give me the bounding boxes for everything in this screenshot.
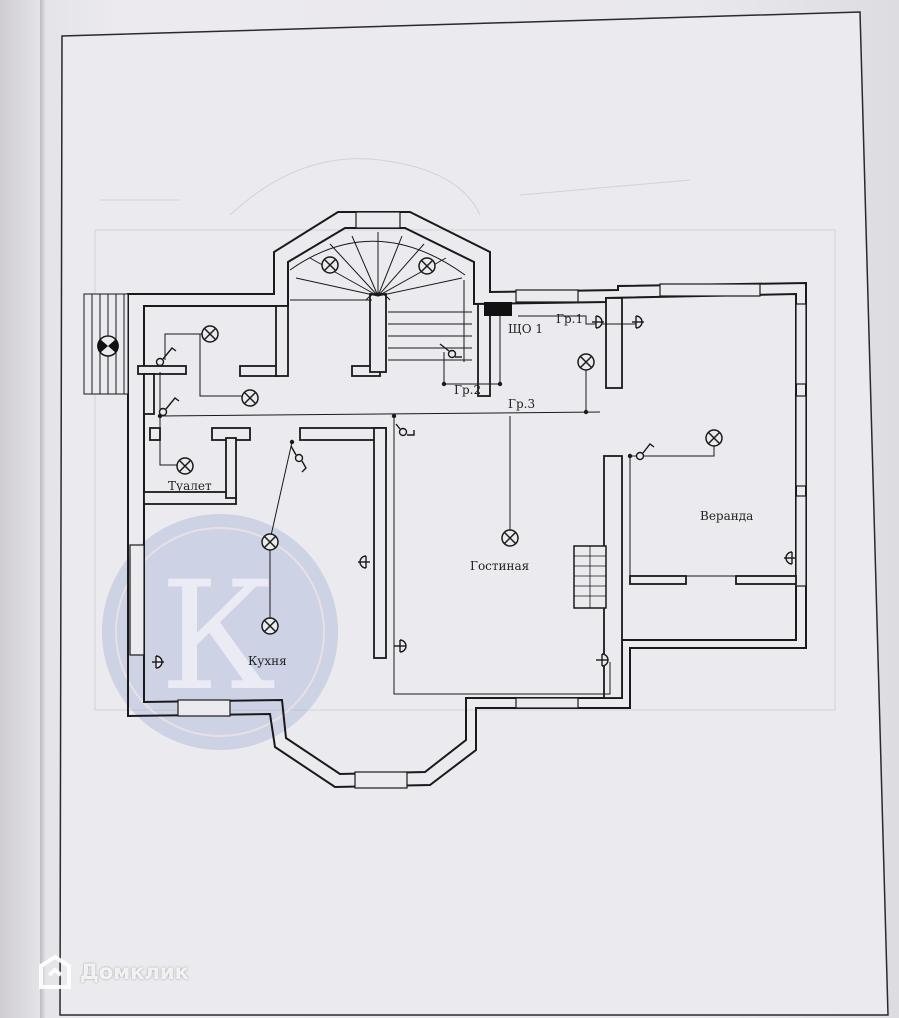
lamps bbox=[176, 256, 723, 635]
stamp-letter: К bbox=[160, 550, 276, 724]
domclick-watermark: Домклик bbox=[38, 955, 189, 989]
wiring bbox=[159, 315, 796, 695]
switch-icon bbox=[158, 397, 180, 417]
lamp-icon bbox=[321, 256, 339, 274]
switch-icon bbox=[155, 347, 177, 367]
interior-walls bbox=[137, 293, 797, 699]
socket-icon bbox=[152, 655, 164, 669]
fan-icon bbox=[97, 335, 119, 357]
switches bbox=[155, 343, 655, 473]
lamp-icon bbox=[241, 389, 259, 407]
lamp-icon bbox=[501, 529, 519, 547]
switch-icon bbox=[395, 423, 415, 437]
group-label-2: Гр.2 bbox=[454, 383, 481, 397]
sheet-frame bbox=[59, 11, 889, 1016]
domclick-logo-icon bbox=[39, 955, 71, 989]
junction-dots bbox=[157, 381, 633, 459]
switch-icon bbox=[439, 343, 462, 359]
panel-label: ЩО 1 bbox=[508, 322, 543, 336]
switch-icon bbox=[635, 443, 655, 461]
windows bbox=[129, 211, 807, 789]
socket-icon bbox=[784, 551, 796, 565]
lamp-icon bbox=[261, 533, 279, 551]
lamp-icon bbox=[261, 617, 279, 635]
room-label-living: Гостиная bbox=[470, 559, 529, 573]
panel-box bbox=[484, 302, 512, 316]
domclick-watermark-text: Домклик bbox=[80, 960, 189, 984]
socket-icon bbox=[592, 315, 604, 329]
socket-icon bbox=[596, 653, 609, 667]
switch-icon bbox=[290, 445, 307, 473]
lamp-icon bbox=[418, 257, 436, 275]
lamp-icon bbox=[201, 325, 219, 343]
group-label-1: Гр.1 bbox=[556, 312, 583, 326]
fireplace bbox=[573, 545, 607, 609]
socket-icon bbox=[358, 555, 370, 569]
sockets bbox=[152, 315, 796, 669]
stamp-watermark: К bbox=[102, 514, 338, 750]
lamp-icon bbox=[577, 353, 595, 371]
ghost-lines bbox=[94, 158, 836, 711]
group-label-3: Гр.3 bbox=[508, 397, 535, 411]
lamp-icon bbox=[176, 457, 194, 475]
room-label-kitchen: Кухня bbox=[248, 654, 287, 668]
book-spine-edge bbox=[40, 0, 46, 1018]
room-label-toilet: Туалет bbox=[168, 479, 212, 493]
socket-icon bbox=[394, 639, 407, 653]
room-label-veranda: Веранда bbox=[700, 509, 753, 523]
lamp-icon bbox=[705, 429, 723, 447]
socket-icon bbox=[632, 315, 644, 329]
